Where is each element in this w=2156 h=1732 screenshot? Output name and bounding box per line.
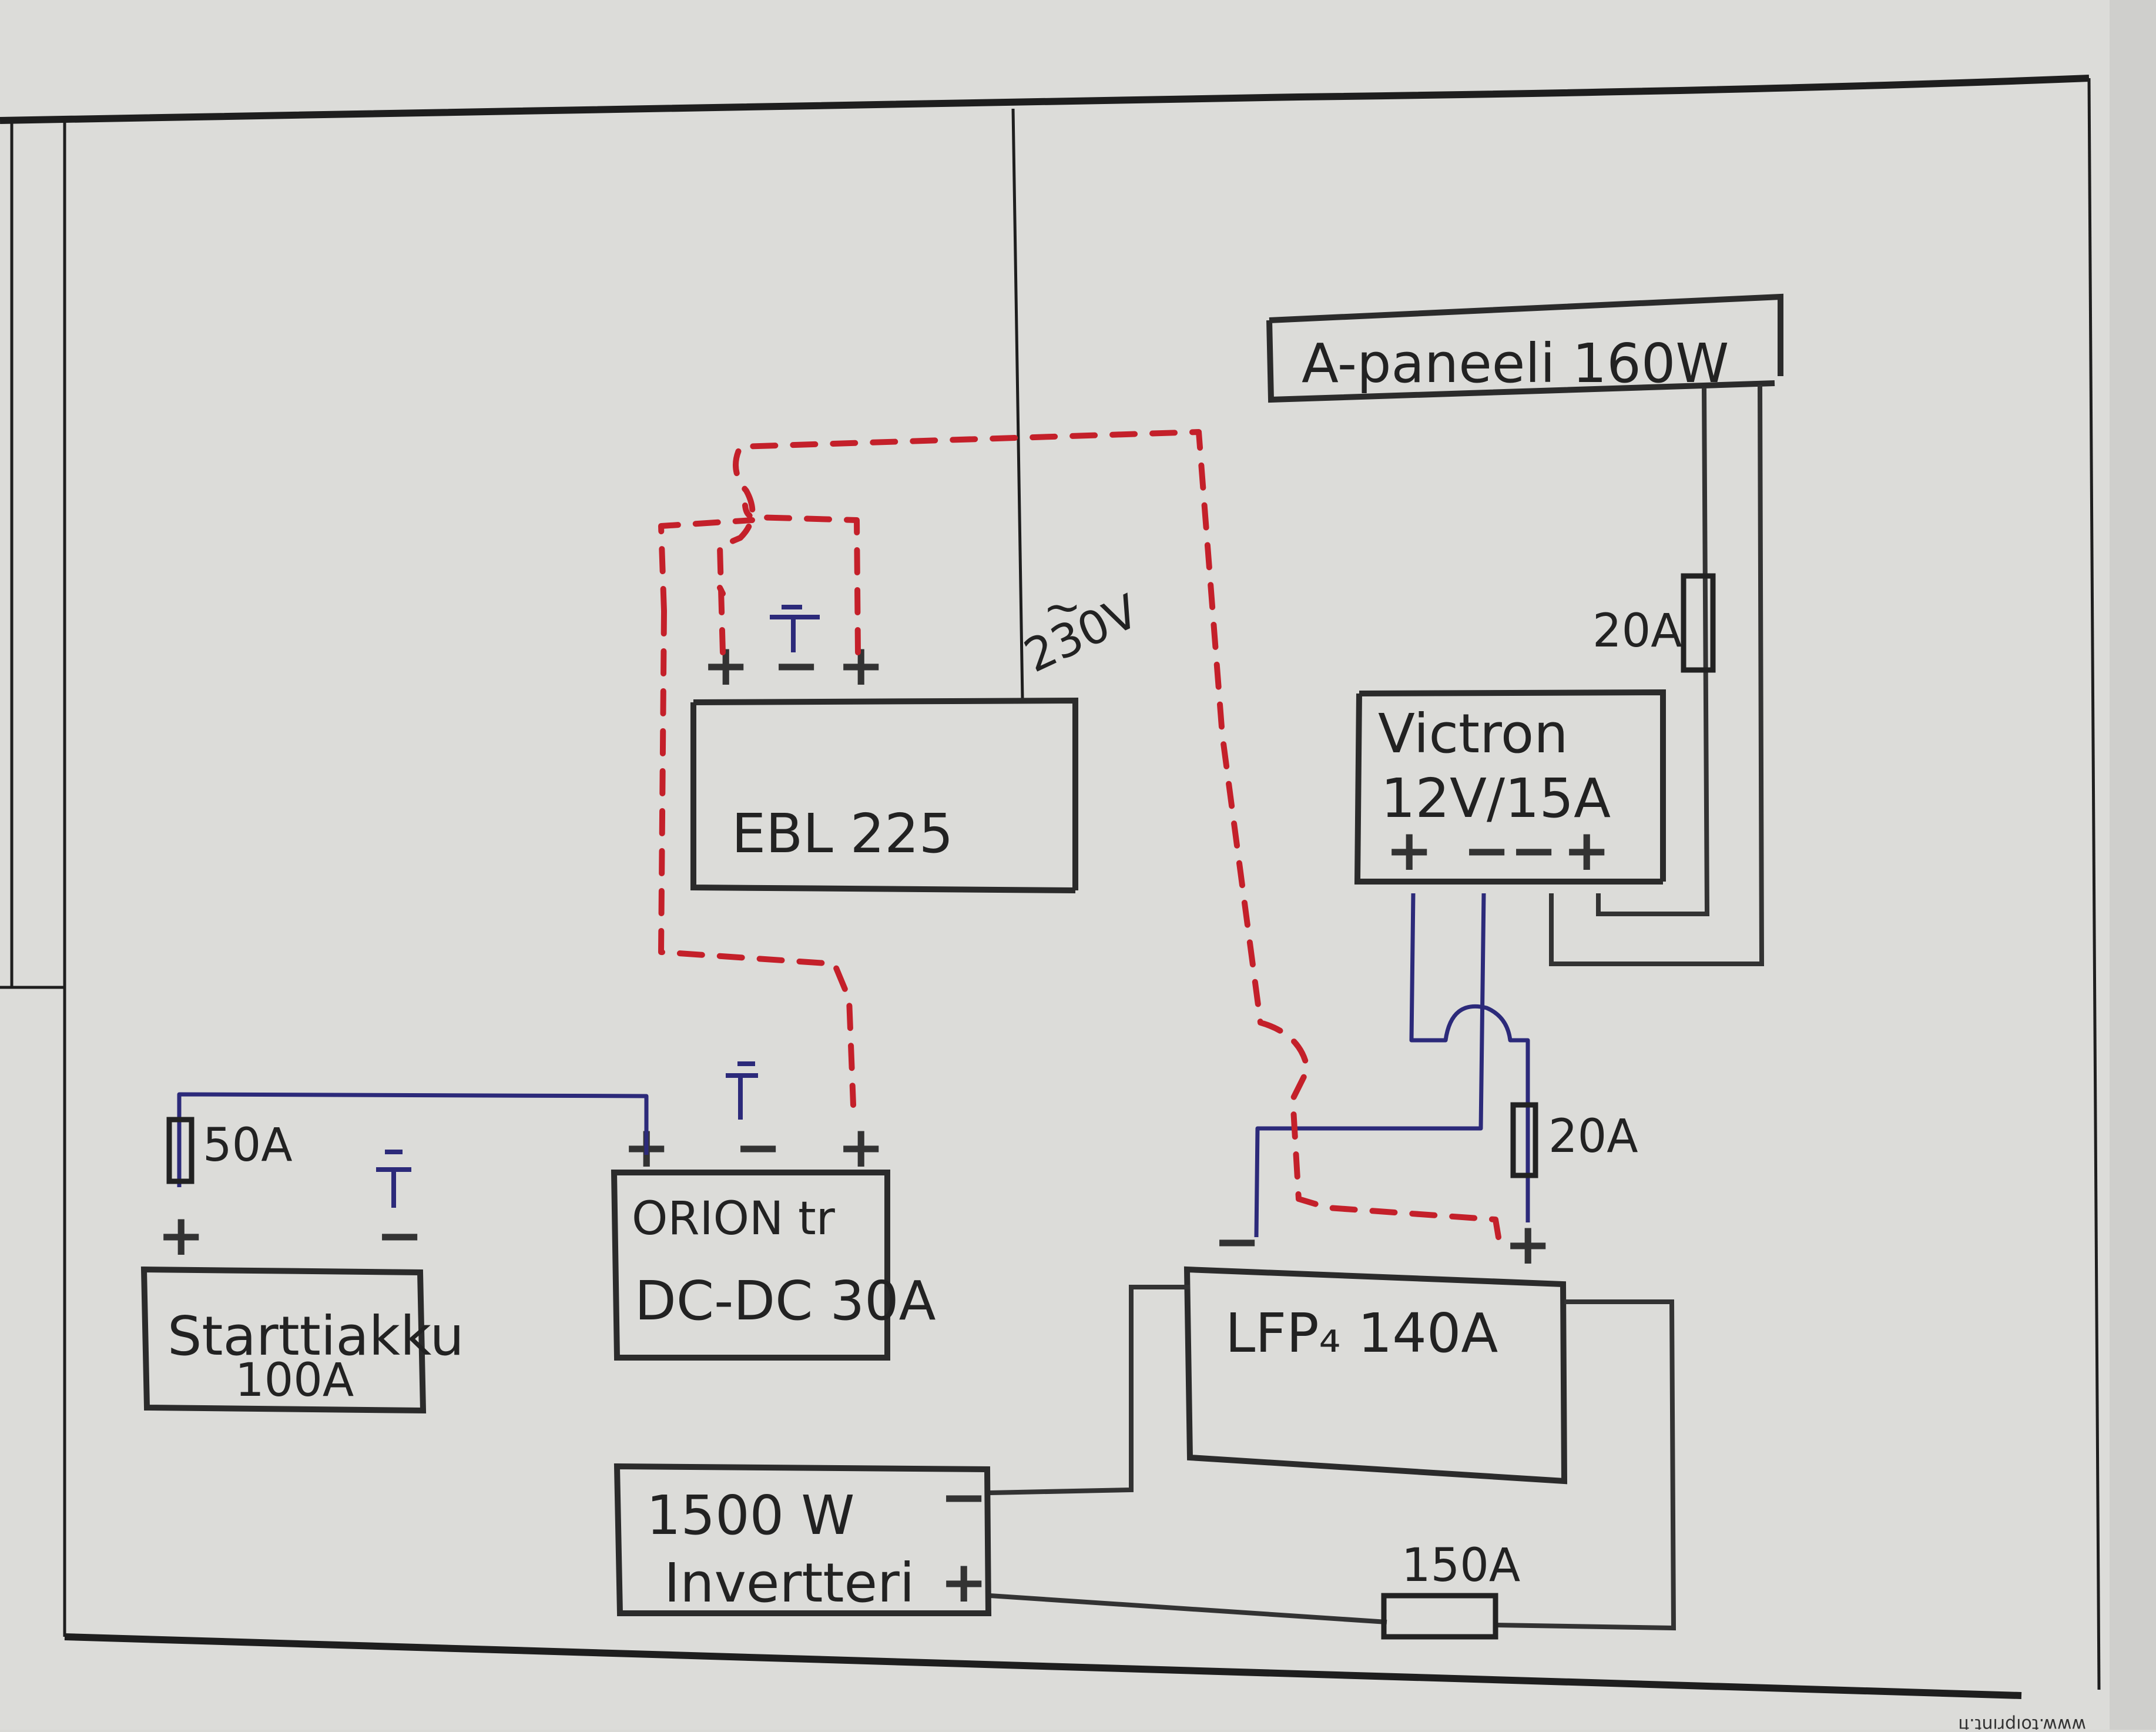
orion-terminal-minus: − xyxy=(735,1114,782,1180)
ebl-left-positive-loop xyxy=(658,517,755,614)
solar-panel-label: A-paneeli 160W xyxy=(1302,332,1729,395)
lfp-terminal-minus: − xyxy=(1213,1208,1260,1274)
ebl-ground-symbol xyxy=(770,605,820,652)
victron-battery-positive-wire xyxy=(1409,893,1530,1222)
paper-edge xyxy=(2110,0,2156,1730)
victron-terminal-bat-plus: + xyxy=(1563,818,1610,883)
starter-battery-label-line2: 100A xyxy=(235,1354,354,1407)
ac-230v-wire xyxy=(1011,108,1024,700)
ebl-terminal-minus: − xyxy=(773,632,820,698)
ebl-label: EBL 225 xyxy=(732,802,953,865)
orion-label-line1: ORION tr xyxy=(632,1192,836,1245)
lfp-to-inverter-negative-wire xyxy=(990,1285,1190,1495)
starter-fuse: 50A xyxy=(166,1117,293,1184)
starter-battery-label-line1: Starttiakku xyxy=(167,1305,464,1368)
victron-battery-fuse: 20A xyxy=(1510,1102,1638,1178)
inverter-label-line1: 1500 W xyxy=(646,1484,854,1547)
inverter-terminal-minus: − xyxy=(940,1464,987,1530)
solar-fuse-label: 20A xyxy=(1592,605,1682,658)
inverter-terminal-plus: + xyxy=(940,1549,987,1615)
inverter-fuse: 150A xyxy=(1381,1539,1520,1640)
starter-ground-symbol xyxy=(376,1150,411,1208)
solar-fuse: 20A xyxy=(1592,573,1716,673)
lfp-to-inverter-positive-wire xyxy=(990,1299,1676,1631)
starter-battery: Starttiakku 100A + − xyxy=(140,1202,464,1414)
orion-terminal-out-plus: + xyxy=(837,1114,884,1180)
starter-to-orion-wire xyxy=(177,1092,649,1187)
victron-terminal-pv-minus: − xyxy=(1510,818,1557,883)
ebl-ac-symbol: ~ xyxy=(1043,581,1081,634)
printed-footer: www.toiprint.fi xyxy=(1958,1714,2086,1730)
solar-wire-positive xyxy=(1596,387,1710,916)
inverter: 1500 W Invertteri − + xyxy=(613,1463,992,1616)
starter-battery-terminal-minus: − xyxy=(376,1202,423,1268)
lfp-battery-label: LFP₄ 140A xyxy=(1225,1302,1498,1365)
victron-terminal-pv-plus: + xyxy=(1386,818,1433,883)
frame-top-line xyxy=(0,75,2090,124)
orion-dc-dc: ORION tr DC-DC 30A + − + xyxy=(611,1114,936,1361)
orion-ground-symbol xyxy=(726,1061,758,1120)
solar-panel: A-paneeli 160W xyxy=(1266,293,1783,403)
lfp-terminal-plus: + xyxy=(1504,1211,1551,1277)
solar-wire-negative xyxy=(1549,384,1765,966)
ebl-right-positive-wire xyxy=(742,502,861,655)
inverter-label-line2: Invertteri xyxy=(664,1552,914,1614)
victron-controller: Victron 12V/15A + − − + xyxy=(1354,689,1666,885)
victron-battery-fuse-label: 20A xyxy=(1548,1110,1638,1163)
starter-battery-terminal-plus: + xyxy=(157,1202,204,1268)
ebl-terminal-plus-left: + xyxy=(702,632,749,698)
victron-terminal-bat-minus: − xyxy=(1463,818,1510,883)
lfp-to-ebl-positive-wire xyxy=(717,429,1501,1240)
lfp-battery: LFP₄ 140A − + xyxy=(1183,1208,1568,1485)
inverter-fuse-label: 150A xyxy=(1401,1539,1520,1592)
frame-right-line xyxy=(2087,78,2101,1690)
victron-battery-negative-wire xyxy=(1254,893,1486,1238)
starter-fuse-label: 50A xyxy=(203,1119,293,1172)
ebl-terminal-plus-right: + xyxy=(837,632,884,698)
victron-label-line2: 12V/15A xyxy=(1381,767,1611,830)
victron-label-line1: Victron xyxy=(1378,702,1568,765)
frame-bottom-line xyxy=(64,1633,2022,1699)
orion-label-line2: DC-DC 30A xyxy=(635,1269,936,1332)
